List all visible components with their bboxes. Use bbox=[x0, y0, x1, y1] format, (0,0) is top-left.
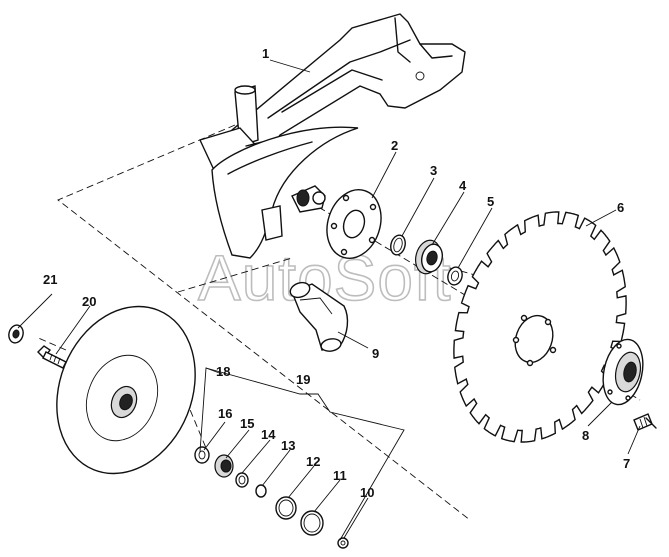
callout-5: 5 bbox=[487, 194, 494, 209]
callout-15: 15 bbox=[240, 416, 254, 431]
leader-lines bbox=[17, 59, 641, 539]
part-3-ring bbox=[390, 234, 406, 256]
callout-3: 3 bbox=[430, 163, 437, 178]
part-20-smooth-disc bbox=[56, 305, 196, 475]
callout-4: 4 bbox=[459, 178, 467, 193]
callout-7: 7 bbox=[623, 456, 630, 471]
callout-13: 13 bbox=[281, 438, 295, 453]
part-11-snap-ring bbox=[300, 510, 324, 536]
callout-14: 14 bbox=[261, 427, 276, 442]
callout-8: 8 bbox=[582, 428, 589, 443]
callout-numbers: 1 2 3 4 5 6 7 8 9 10 11 12 13 14 15 16 1… bbox=[43, 46, 630, 500]
part-6-notched-disc bbox=[453, 211, 627, 443]
part-12-ring bbox=[275, 496, 297, 520]
group-bracket-19 bbox=[205, 367, 405, 541]
part-7-bolt bbox=[633, 413, 657, 431]
callout-16: 16 bbox=[218, 406, 232, 421]
callout-11: 11 bbox=[333, 468, 347, 483]
part-8-outer-hub bbox=[602, 338, 644, 406]
part-13-ring bbox=[255, 484, 267, 498]
part-2-hub-flange bbox=[326, 189, 382, 259]
part-10-washer bbox=[337, 537, 349, 549]
part-16-bushing bbox=[194, 446, 210, 464]
callout-6: 6 bbox=[617, 200, 624, 215]
part-5-washer bbox=[447, 266, 463, 286]
callout-12: 12 bbox=[306, 454, 320, 469]
part-21-washer bbox=[8, 324, 24, 344]
callout-2: 2 bbox=[391, 138, 398, 153]
callout-1: 1 bbox=[262, 46, 269, 61]
callout-19: 19 bbox=[296, 372, 310, 387]
part-14-ring bbox=[235, 472, 249, 488]
callout-9: 9 bbox=[372, 346, 379, 361]
callout-18: 18 bbox=[216, 364, 230, 379]
callout-20: 20 bbox=[82, 294, 96, 309]
part-15-seal bbox=[214, 454, 234, 478]
callout-10: 10 bbox=[360, 485, 374, 500]
part-9-elbow bbox=[289, 281, 349, 352]
part-20-bolt bbox=[37, 345, 67, 369]
scraper-blade bbox=[211, 126, 359, 259]
part-4-bearing bbox=[415, 239, 444, 275]
callout-21: 21 bbox=[43, 272, 57, 287]
